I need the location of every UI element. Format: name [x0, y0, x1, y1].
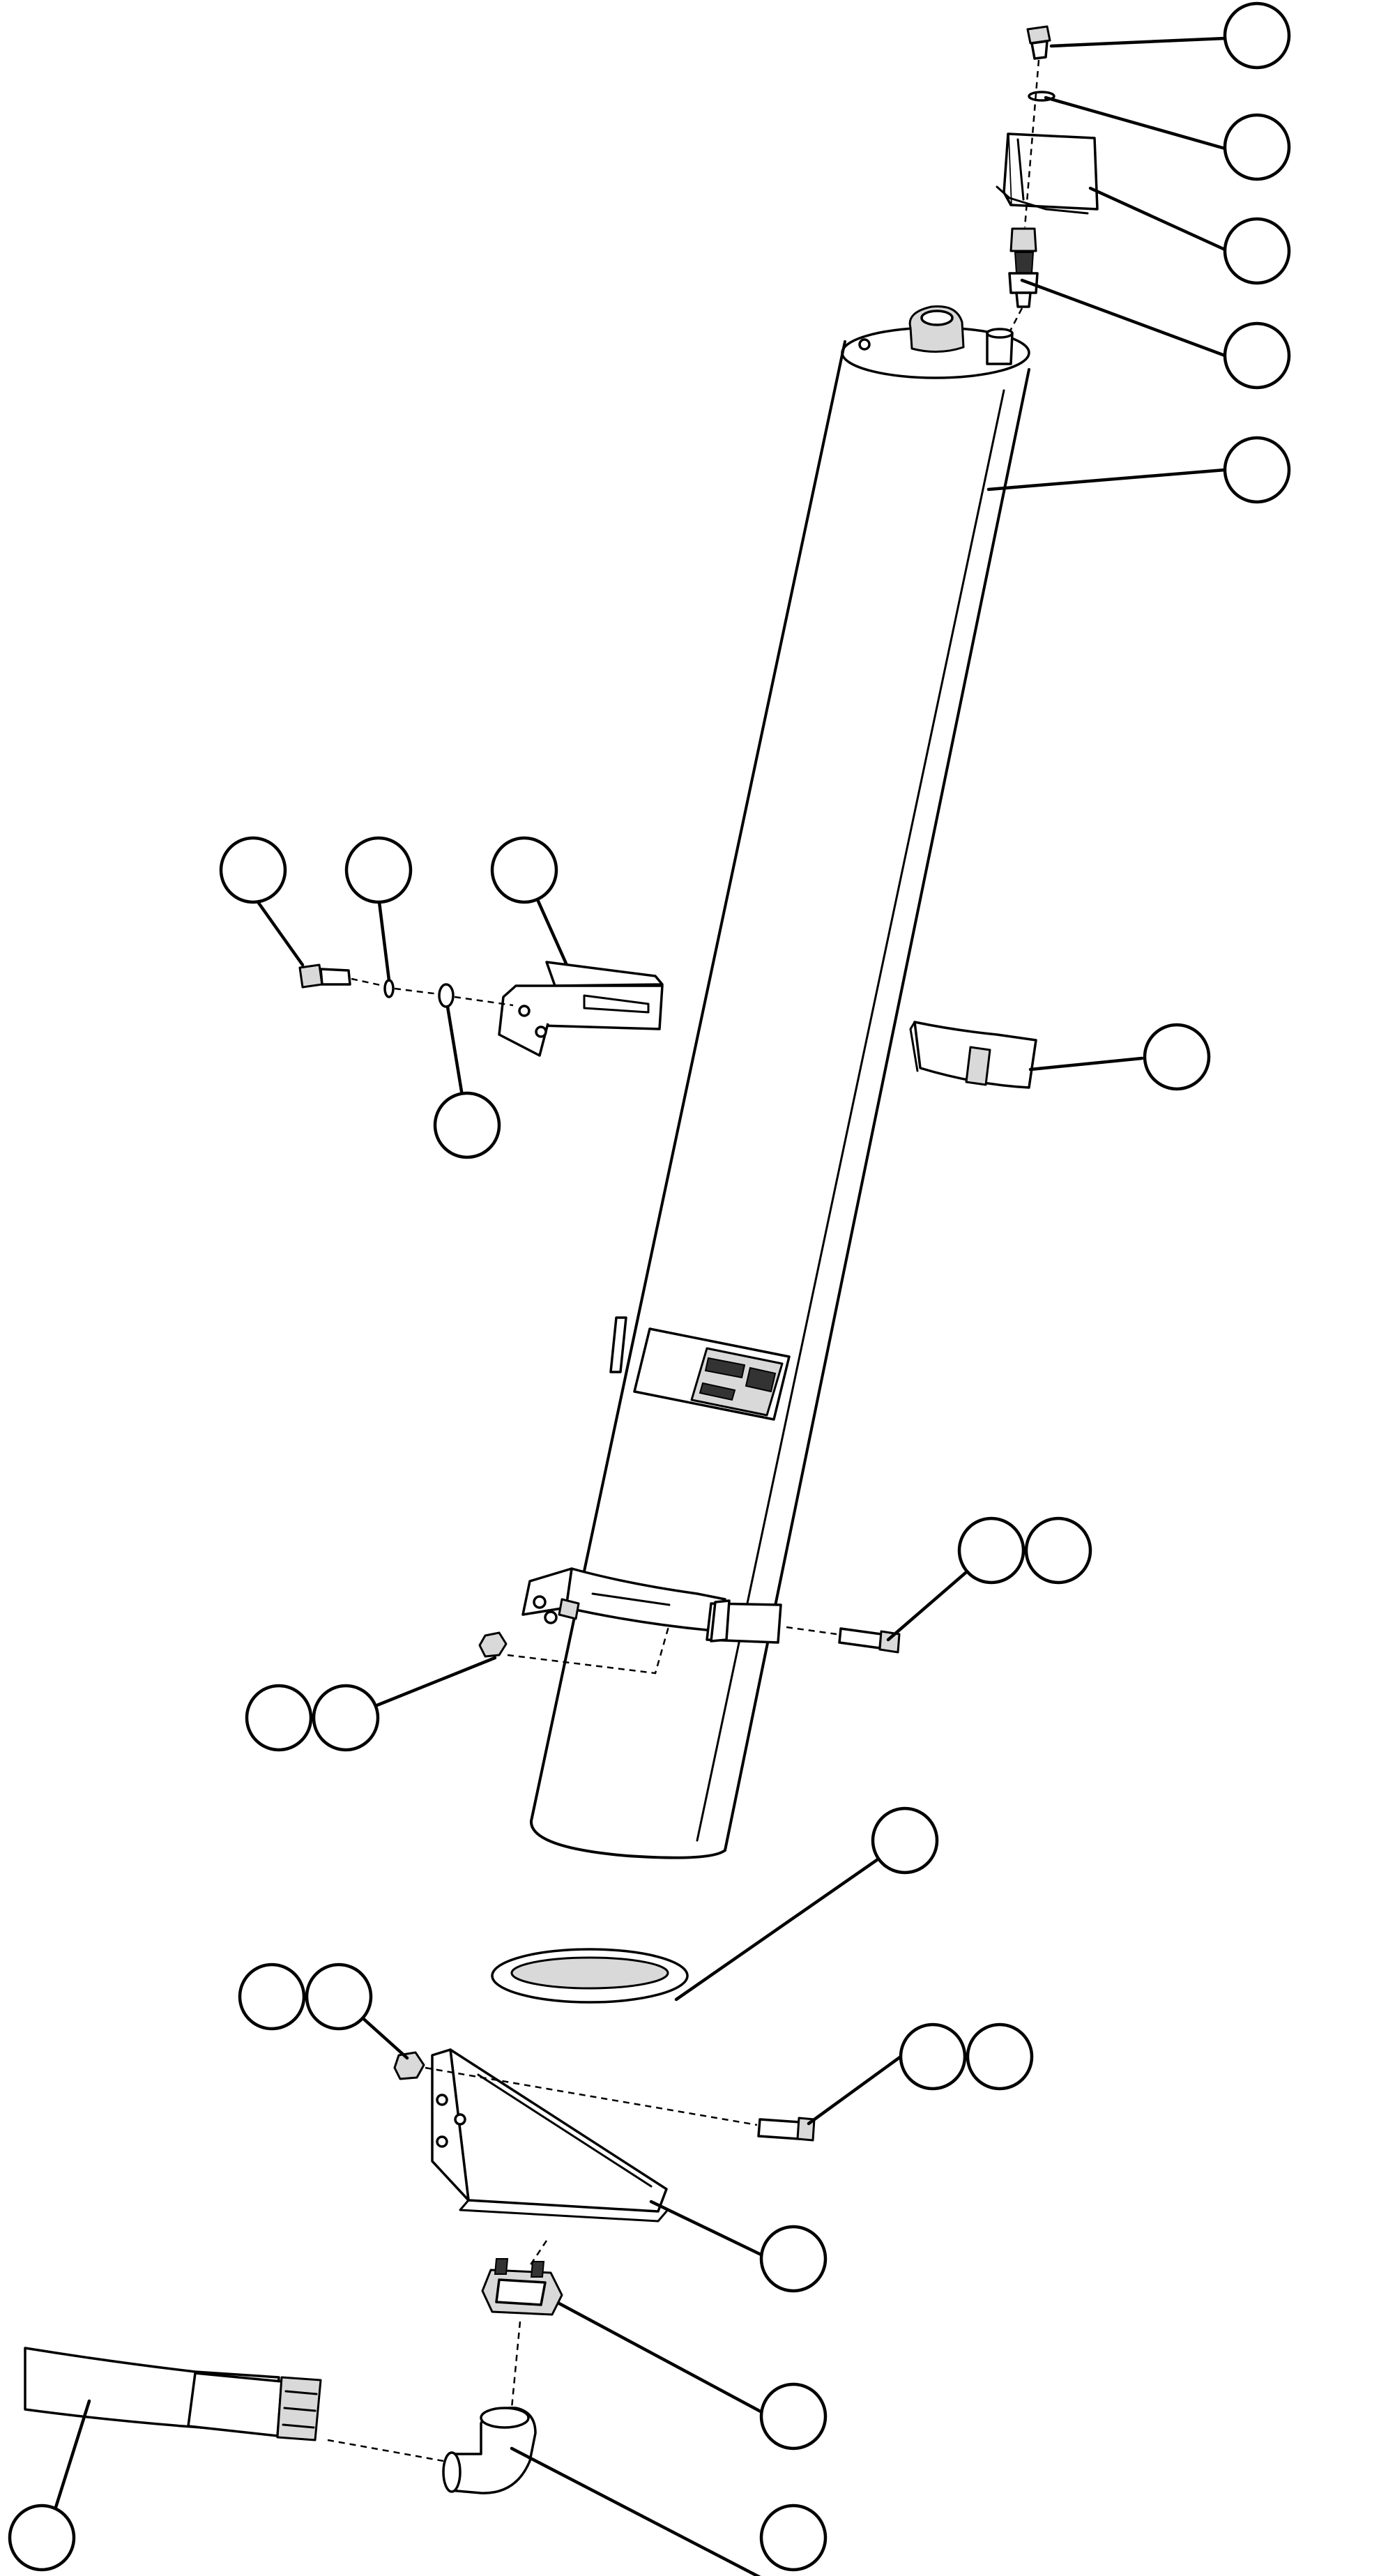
- upper-band-clamp: [909, 1021, 1037, 1089]
- upper-bolt-center-line: [351, 977, 514, 1007]
- bulkhead-fitting: [481, 2258, 563, 2316]
- callout-bubble: [305, 1963, 373, 2031]
- lower-clamp-center-line: [507, 1624, 837, 1675]
- nameplate: [633, 1327, 791, 1421]
- callout-bubble: [1223, 321, 1291, 390]
- cable-conduit: [24, 2347, 322, 2441]
- callout-bubble: [1223, 1, 1291, 70]
- bracket-nut: [393, 2051, 425, 2080]
- bracket-bolt-center-line: [425, 2066, 758, 2126]
- upper-washer-b: [438, 983, 455, 1008]
- callout-bubble: [312, 1684, 380, 1752]
- callout-bubble: [966, 2022, 1034, 2091]
- callout-bubble: [245, 1684, 313, 1752]
- callout-bubble: [8, 2503, 76, 2572]
- callout-bubble: [957, 1516, 1026, 1585]
- callout-bubble: [899, 2022, 967, 2091]
- callout-bubble: [759, 2225, 828, 2293]
- flat-gasket-ring: [491, 1948, 689, 2004]
- angled-mount-bracket: [431, 2048, 668, 2223]
- callout-bubble: [238, 1963, 306, 2031]
- cylinder-top-fittings: [858, 305, 1014, 365]
- upper-washer-a: [383, 979, 395, 998]
- elbow-fitting: [442, 2407, 537, 2494]
- callout-bubble: [1223, 436, 1291, 504]
- callout-bubble: [490, 836, 558, 904]
- callout-bubble: [759, 2503, 828, 2572]
- callout-bubble: [871, 1806, 939, 1875]
- callout-bubble: [759, 2382, 828, 2451]
- callout-bubble: [219, 836, 287, 904]
- side-slot: [609, 1316, 627, 1373]
- cable-center-line: [327, 2439, 444, 2462]
- callout-bubble: [1223, 113, 1291, 181]
- bracket-bolt: [757, 2117, 816, 2142]
- fitting-center-line: [510, 2240, 548, 2409]
- callout-bubble: [433, 1091, 501, 1159]
- callout-bubble: [1024, 1516, 1092, 1585]
- callout-bubbles: [8, 1, 1291, 2572]
- upper-bolt: [298, 963, 351, 989]
- top-center-line: [1004, 59, 1040, 341]
- top-cover-bracket: [996, 132, 1099, 215]
- sensor-fitting: [1008, 227, 1039, 308]
- top-bolt: [1026, 25, 1051, 60]
- lower-clamp-assembly: [521, 1567, 782, 1644]
- callout-bubble: [1143, 1023, 1211, 1091]
- lower-clamp-nut: [478, 1631, 508, 1658]
- lower-clamp-bolt: [838, 1627, 901, 1654]
- upper-mount-bracket: [498, 961, 664, 1057]
- callout-bubble: [344, 836, 413, 904]
- callout-bubble: [1223, 217, 1291, 285]
